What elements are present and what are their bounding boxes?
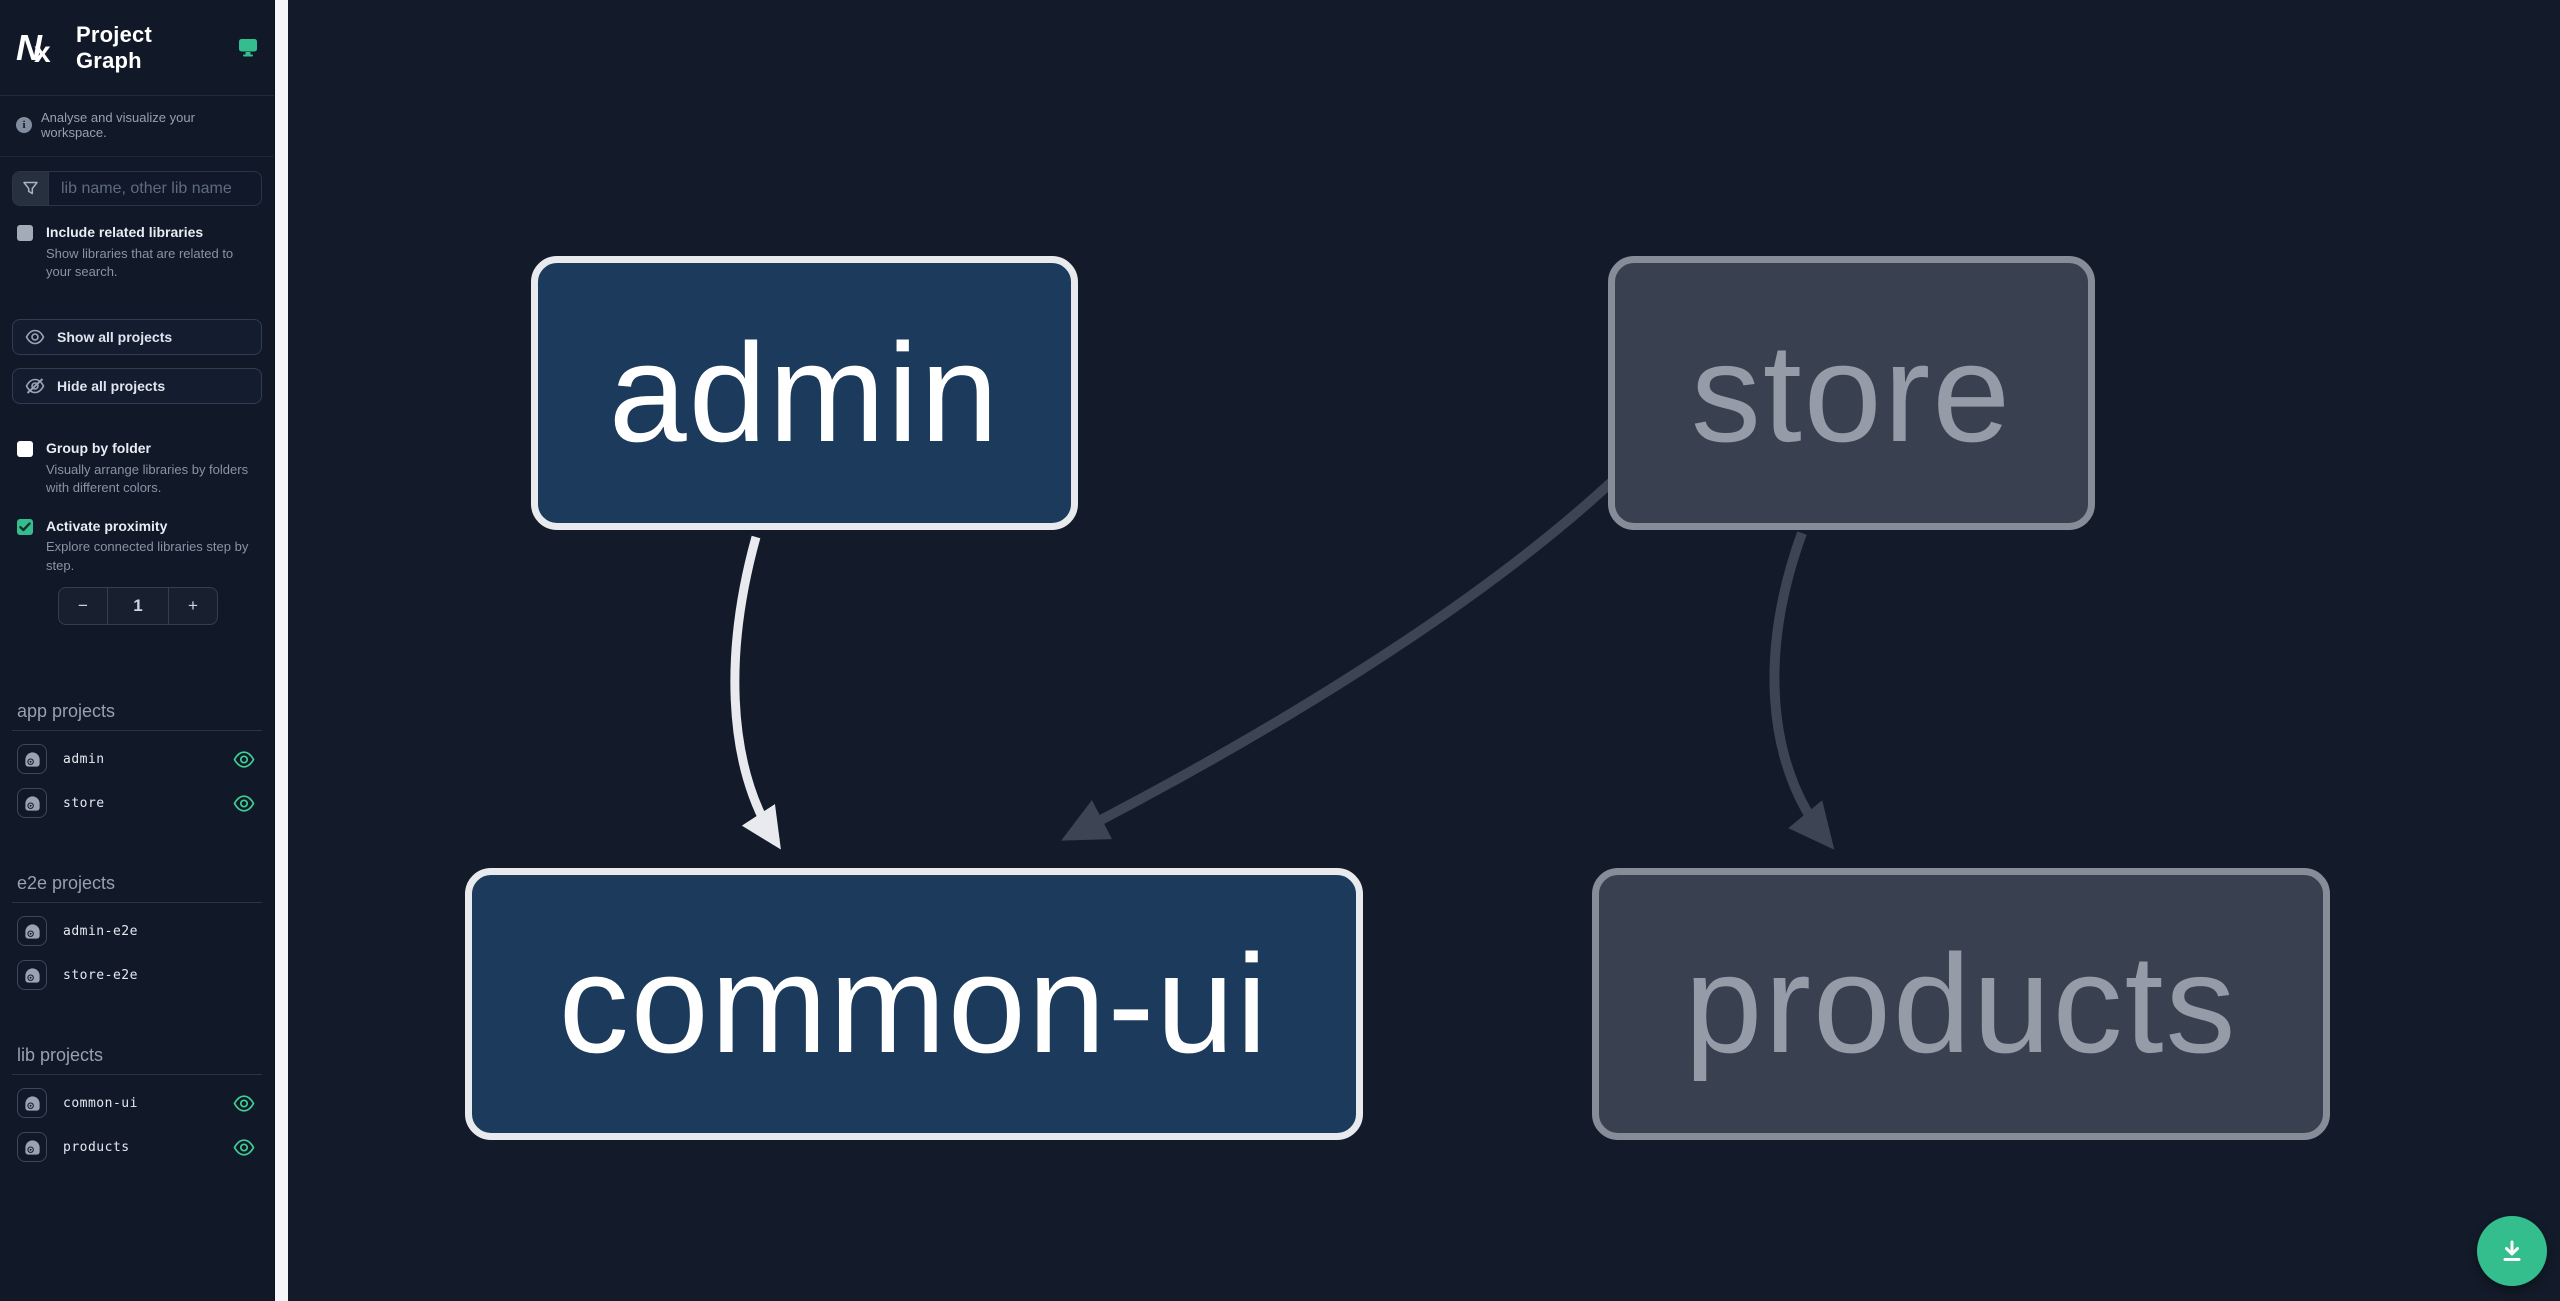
focus-icon[interactable] — [17, 744, 47, 775]
focus-icon[interactable] — [17, 1132, 47, 1163]
focus-icon[interactable] — [17, 916, 47, 947]
activate-proximity-label: Activate proximity — [46, 517, 168, 534]
search-input[interactable] — [49, 172, 261, 205]
focus-icon[interactable] — [17, 960, 47, 991]
graph-edges — [730, 472, 1835, 850]
eye-icon — [25, 329, 45, 345]
graph-node-common-ui[interactable]: common-ui — [465, 868, 1363, 1140]
proximity-increment-button[interactable]: + — [188, 596, 198, 616]
graph-canvas[interactable]: admin store common-ui products — [288, 0, 2560, 1301]
project-lists: app projects admin — [0, 625, 274, 1163]
project-row-products: products — [12, 1131, 262, 1163]
activate-proximity-description: Explore connected libraries step by step… — [46, 539, 249, 573]
include-related-description: Show libraries that are related to your … — [46, 245, 234, 279]
proximity-stepper: − 1 + — [58, 587, 218, 626]
include-related-label: Include related libraries — [46, 224, 204, 240]
check-icon — [19, 522, 31, 532]
download-graph-button[interactable] — [2477, 1216, 2547, 1286]
project-name: admin-e2e — [63, 923, 138, 939]
hide-all-projects-button[interactable]: Hide all projects — [12, 368, 262, 405]
group-by-folder-description: Visually arrange libraries by folders wi… — [46, 461, 249, 496]
nx-logo: N x — [16, 28, 51, 68]
section-header-lib-projects: lib projects — [12, 1045, 262, 1076]
edge-store-to-common-ui[interactable] — [1061, 472, 1622, 841]
toggle-visibility-eye-icon[interactable] — [233, 751, 255, 768]
toggle-visibility-eye-icon[interactable] — [233, 1139, 255, 1156]
project-name: common-ui — [63, 1095, 138, 1111]
project-row-common-ui: common-ui — [12, 1087, 262, 1119]
focus-icon[interactable] — [17, 788, 47, 819]
show-all-projects-button[interactable]: Show all projects — [12, 319, 262, 356]
filter-icon — [13, 172, 49, 205]
project-name: store-e2e — [63, 967, 138, 983]
monitor-icon — [238, 38, 258, 57]
show-all-projects-label: Show all projects — [57, 329, 173, 346]
proximity-value: 1 — [107, 588, 169, 625]
section-header-app-projects: app projects — [12, 701, 262, 732]
hide-all-projects-label: Hide all projects — [57, 378, 166, 395]
project-name: admin — [63, 751, 105, 767]
project-row-admin: admin — [12, 743, 262, 775]
download-icon — [2503, 1240, 2521, 1261]
activate-proximity-checkbox[interactable] — [17, 518, 33, 535]
option-include-related[interactable]: Include related libraries Show libraries… — [17, 224, 260, 281]
edge-store-to-products[interactable] — [1769, 531, 1835, 850]
graph-node-store[interactable]: store — [1608, 256, 2095, 530]
info-icon: i — [16, 117, 32, 133]
workspace-hint: i Analyse and visualize your workspace. — [0, 96, 274, 157]
project-row-admin-e2e: admin-e2e — [12, 915, 262, 947]
include-related-checkbox[interactable] — [17, 225, 33, 241]
page-title: Project Graph — [76, 21, 152, 73]
option-group-by-folder[interactable]: Group by folder Visually arrange librari… — [17, 440, 260, 497]
focus-icon[interactable] — [17, 1088, 47, 1119]
project-name: products — [63, 1139, 130, 1155]
sidebar: N x Project Graph i Analyse and visualiz… — [0, 0, 274, 1301]
graph-node-products[interactable]: products — [1592, 868, 2330, 1140]
sidebar-scrollbar[interactable] — [274, 0, 288, 1301]
sidebar-header: N x Project Graph — [0, 0, 274, 96]
project-row-store-e2e: store-e2e — [12, 959, 262, 991]
graph-node-admin[interactable]: admin — [531, 256, 1078, 530]
project-row-store: store — [12, 787, 262, 819]
section-header-e2e-projects: e2e projects — [12, 873, 262, 904]
svg-text:N: N — [16, 28, 43, 68]
project-name: store — [63, 795, 105, 811]
proximity-decrement-button[interactable]: − — [78, 596, 88, 616]
edge-admin-to-common-ui[interactable] — [730, 535, 781, 850]
eye-off-icon — [25, 378, 45, 395]
toggle-visibility-eye-icon[interactable] — [233, 1095, 255, 1112]
search-bar — [12, 171, 262, 206]
group-by-folder-label: Group by folder — [46, 440, 151, 457]
workspace-hint-text: Analyse and visualize your workspace. — [41, 110, 195, 140]
option-activate-proximity[interactable]: Activate proximity Explore connected lib… — [17, 518, 260, 575]
group-by-folder-checkbox[interactable] — [17, 441, 33, 458]
svg-text:x: x — [34, 36, 51, 68]
toggle-visibility-eye-icon[interactable] — [233, 795, 255, 812]
